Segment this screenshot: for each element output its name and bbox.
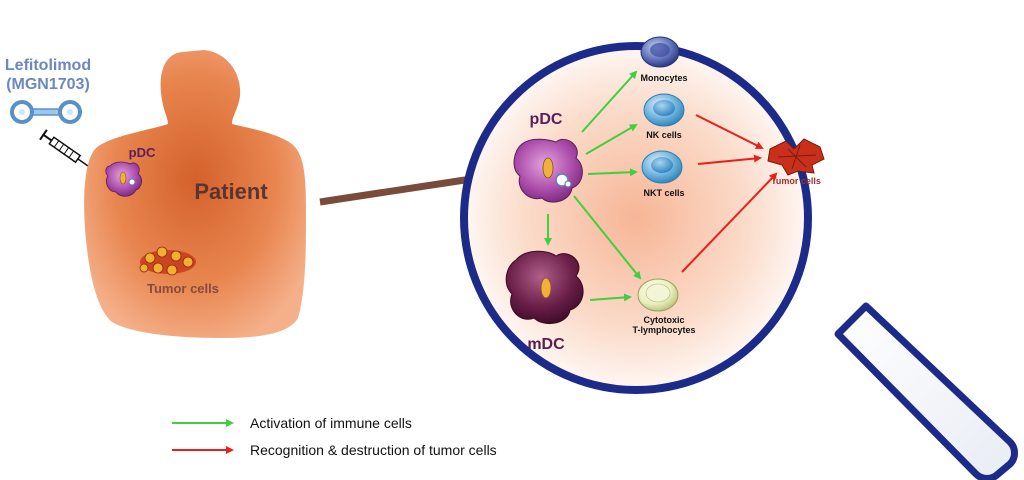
nkt-cell bbox=[641, 150, 683, 184]
lens-pdc-cell bbox=[513, 138, 583, 203]
drug-name: Lefitolimod bbox=[5, 57, 91, 74]
monocyte-cell bbox=[640, 36, 680, 68]
nk-cell-label: NK cells bbox=[646, 130, 682, 140]
nkt-cell-label: NKT cells bbox=[643, 188, 684, 198]
arrow-nk-to-tumor bbox=[695, 114, 764, 149]
arrow-pdc-to-monocytes bbox=[581, 70, 638, 133]
patient-tumor-cluster bbox=[139, 246, 196, 276]
nk-cell bbox=[643, 93, 685, 127]
lens-tumor-label: Tumor cells bbox=[771, 176, 821, 186]
activation-arrows bbox=[544, 70, 642, 302]
legend-activation-label: Activation of immune cells bbox=[250, 415, 412, 431]
lens-tumor-cell bbox=[767, 138, 825, 176]
ctl-label-line2: T-lymphocytes bbox=[632, 325, 695, 335]
lens-pdc-molecule-icon bbox=[555, 173, 572, 188]
arrow-pdc-to-ctl bbox=[573, 195, 642, 280]
recognition-arrows bbox=[681, 114, 778, 273]
lens-pdc-label: pDC bbox=[530, 111, 563, 128]
lens-mdc-label: mDC bbox=[527, 336, 565, 353]
patient-label: Patient bbox=[194, 179, 268, 204]
drug-code: (MGN1703) bbox=[6, 76, 90, 93]
patient-body bbox=[84, 50, 306, 338]
ctl-label-line1: Cytotoxic bbox=[643, 315, 684, 325]
ctl-cell bbox=[637, 278, 679, 312]
legend-recognition-label: Recognition & destruction of tumor cells bbox=[250, 442, 497, 458]
magnifier-handle bbox=[834, 302, 1018, 480]
patient-pdc-cell bbox=[105, 161, 142, 197]
arrow-pdc-to-nkt bbox=[587, 168, 638, 177]
monocyte-label: Monocytes bbox=[640, 73, 687, 83]
patient-tumor-label: Tumor cells bbox=[147, 281, 219, 296]
oligonucleotide-molecule-icon bbox=[10, 100, 82, 124]
arrow-ctl-to-tumor bbox=[681, 172, 778, 273]
arrow-nkt-to-tumor bbox=[697, 154, 762, 165]
lens-mdc-cell bbox=[505, 250, 584, 325]
patient-pdc-label: pDC bbox=[129, 145, 156, 160]
legend: Activation of immune cells Recognition &… bbox=[172, 415, 497, 458]
arrow-pdc-to-nk bbox=[585, 123, 638, 155]
magnifier-lens bbox=[460, 42, 812, 394]
arrow-mdc-to-ctl bbox=[589, 293, 632, 302]
syringe-icon bbox=[39, 129, 90, 168]
